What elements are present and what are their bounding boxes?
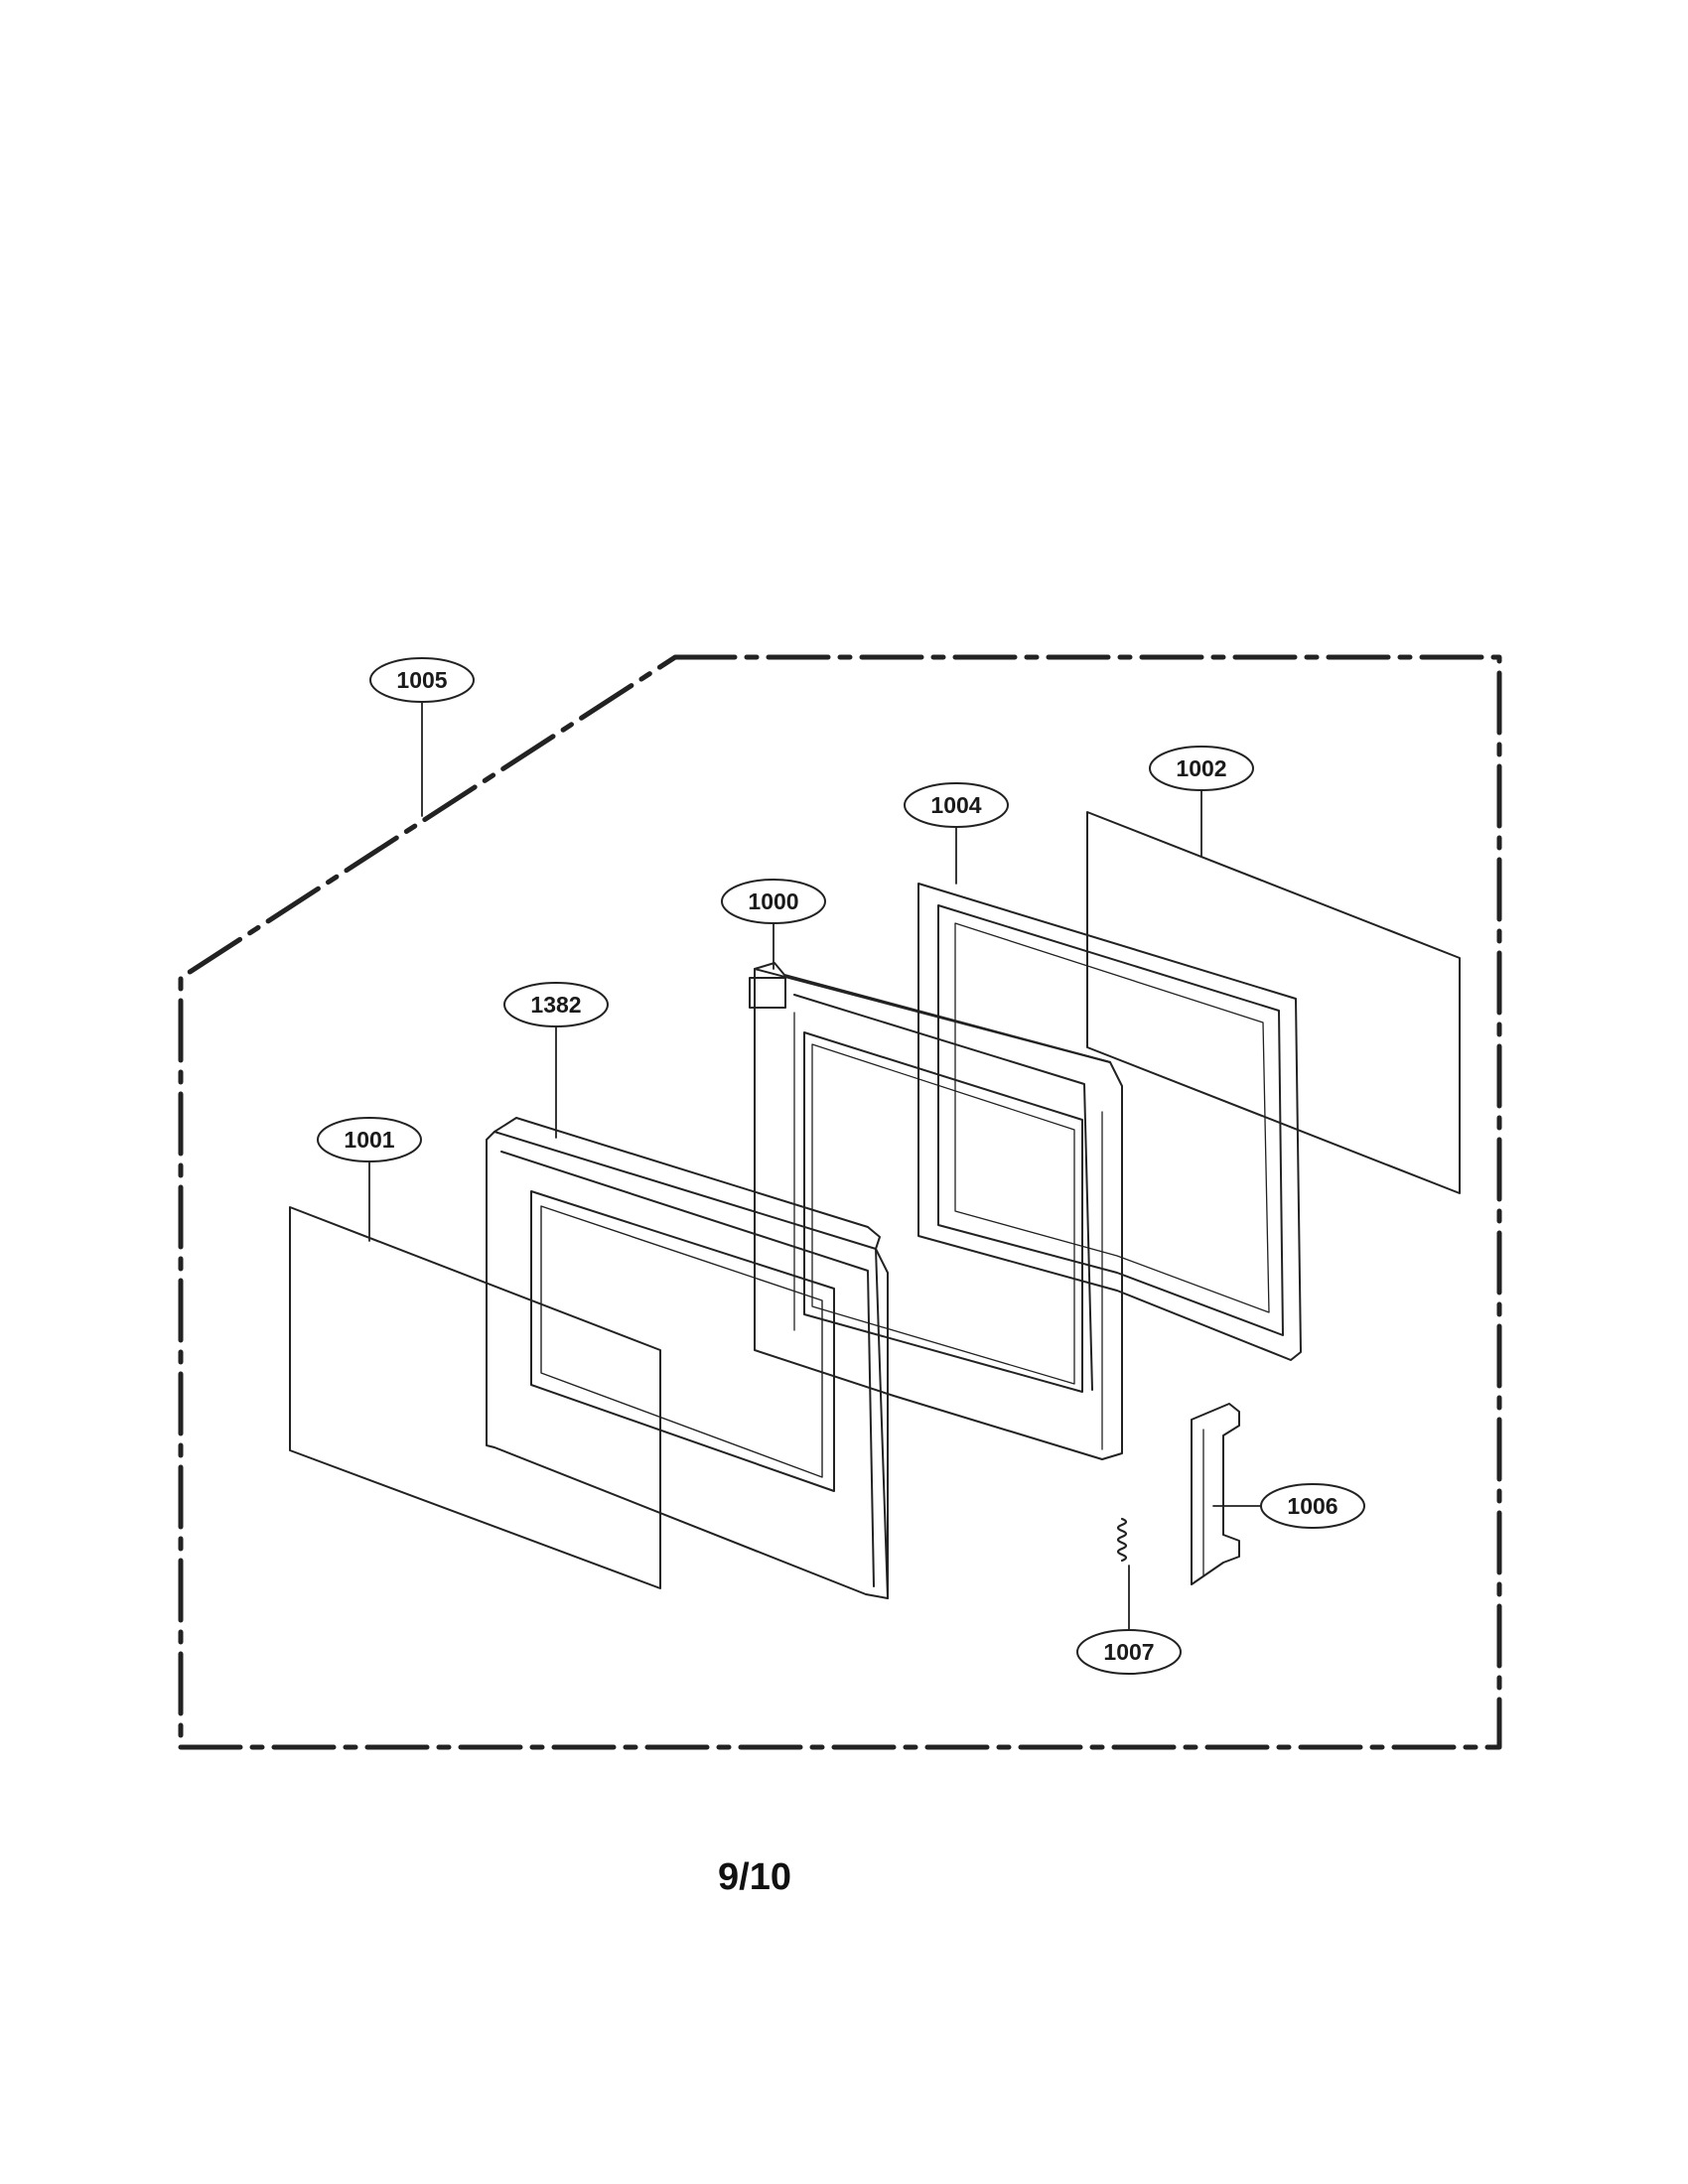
callout-bubble-1002 [1149, 746, 1254, 791]
callout-bubble-1382 [503, 982, 609, 1027]
part-1006-latch [1191, 1403, 1240, 1585]
callout-label-1382: 1382 [530, 992, 581, 1018]
callout-label-1000: 1000 [748, 888, 798, 914]
callout-bubble-1004 [904, 782, 1009, 828]
callout-label-1004: 1004 [930, 792, 981, 818]
part-1382-door-frame [486, 1117, 889, 1599]
callout-bubble-1000 [721, 879, 826, 924]
callout-bubble-1006 [1260, 1483, 1365, 1529]
callout-label-1007: 1007 [1103, 1639, 1154, 1665]
assembly-boundary [178, 654, 1502, 1750]
part-1000-door-chassis [749, 962, 1123, 1460]
part-1002-rear-panel [1086, 811, 1461, 1194]
part-1004-seal-frame [917, 883, 1302, 1361]
callout-label-1005: 1005 [396, 667, 447, 693]
callout-label-1006: 1006 [1287, 1493, 1337, 1519]
part-1001-front-panel [289, 1206, 661, 1589]
callout-bubble-1001 [317, 1117, 422, 1162]
page-number: 9/10 [718, 1856, 791, 1898]
callout-bubble-1007 [1076, 1629, 1182, 1675]
callout-label-1002: 1002 [1176, 755, 1226, 781]
part-1007-spring [1116, 1517, 1128, 1563]
callout-label-1001: 1001 [344, 1127, 394, 1153]
callout-bubble-1005 [369, 657, 475, 703]
